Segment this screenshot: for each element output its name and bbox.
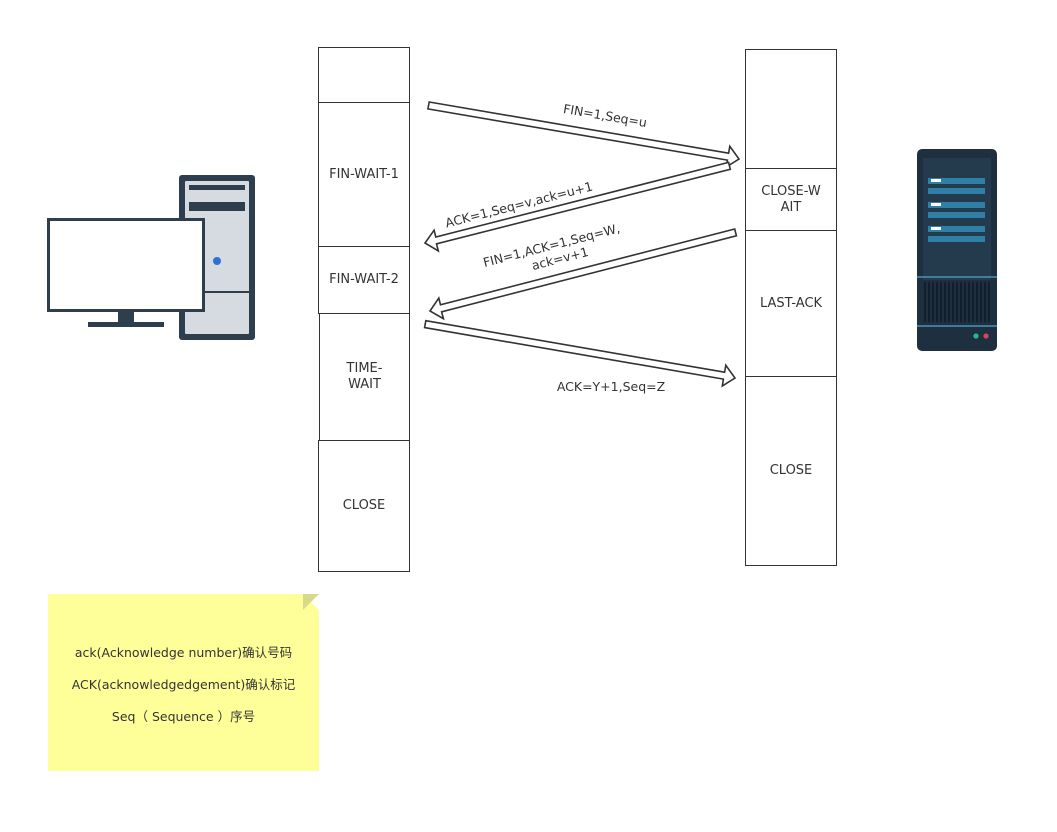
server-rack-icon — [917, 149, 997, 351]
arrow-label-final-ack: ACK=Y+1,Seq=Z — [557, 379, 665, 394]
client-computer-icon — [47, 175, 255, 340]
server-state-last-ack: LAST-ACK — [745, 230, 837, 377]
client-state-close: CLOSE — [318, 440, 410, 572]
server-state-close: CLOSE — [745, 376, 837, 566]
glossary-note: ack(Acknowledge number)确认号码 ACK(acknowle… — [48, 594, 319, 771]
arrow-ack-client-to-server — [423, 319, 737, 388]
arrow-fin-ack-server-to-client — [428, 228, 738, 321]
server-state-close-wait: CLOSE-WAIT — [745, 168, 837, 231]
note-corner-fold — [303, 594, 319, 610]
note-line-ack-flag: ACK(acknowledgedgement)确认标记 — [71, 677, 296, 692]
client-state-idle — [318, 47, 410, 103]
arrow-fin-client-to-server — [426, 101, 741, 169]
arrow-label-fin: FIN=1,Seq=u — [562, 101, 648, 130]
server-state-idle — [745, 49, 837, 169]
client-state-fin-wait-2: FIN-WAIT-2 — [318, 246, 410, 314]
arrow-ack-server-to-client — [423, 161, 732, 253]
note-line-ack-number: ack(Acknowledge number)确认号码 — [74, 645, 293, 660]
client-state-fin-wait-1: FIN-WAIT-1 — [318, 102, 410, 247]
client-state-time-wait: TIME-WAIT — [319, 313, 410, 441]
note-line-seq: Seq（ Sequence ）序号 — [111, 709, 256, 724]
